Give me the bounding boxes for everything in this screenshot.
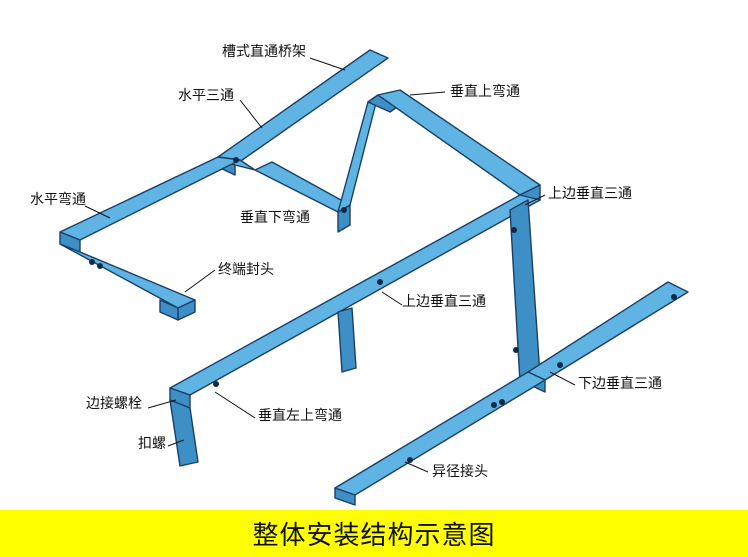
tray-post-middle [337,307,357,373]
tray-lower-run [59,243,196,309]
leader-lower-tee [549,371,576,386]
diagram-stage: 槽式直通桥架 水平三通 水平弯通 垂直下弯通 终端封头 垂直上弯通 上边垂直三通… [30,44,689,506]
cable-tray-illustration [59,49,689,506]
bolt-hole [233,157,239,163]
bolt-hole [213,381,219,387]
bolt-hole [89,259,95,265]
tray-bottom-left-side [334,487,356,506]
label-straight-tray: 槽式直通桥架 [222,44,306,60]
leader-end-cap [184,269,216,293]
caption-bar: 整体安装结构示意图 [0,510,748,557]
bolt-hole [407,457,413,463]
bolt-hole [341,207,347,213]
bolt-hole [499,399,505,405]
tray-left-run [59,156,241,241]
bolt-hole [491,402,497,408]
leader-reducer [404,461,429,473]
tray-inner-run [254,161,351,213]
label-vertical-up-elbow: 垂直上弯通 [450,84,520,100]
label-horizontal-elbow: 水平弯通 [30,192,86,208]
leader-vertical-up [409,91,446,96]
bolt-hole [513,347,519,353]
label-horizontal-tee: 水平三通 [178,88,234,104]
label-edge-bolt: 边接螺栓 [86,396,142,412]
leader-horizontal-tee [239,99,263,129]
leader-upper-tee-2 [381,291,403,306]
label-reducer: 异径接头 [432,464,488,480]
tray-bottom-right [527,281,689,381]
bolt-hole [671,294,677,300]
label-clip-nut: 扣螺 [138,436,166,452]
leader-vertical-left-up [214,391,256,419]
label-end-cap: 终端封头 [218,262,274,278]
label-lower-vertical-tee: 下边垂直三通 [578,376,662,392]
label-upper-vertical-tee-2: 上边垂直三通 [402,294,486,310]
leader-clip-nut [167,439,185,447]
label-upper-vertical-tee-1: 上边垂直三通 [548,186,632,202]
diagram-caption: 整体安装结构示意图 [252,521,496,551]
tray-end-cap [159,299,179,321]
leader-horizontal-elbow [84,205,111,219]
bolt-hole [377,279,383,285]
bolt-hole [511,227,517,233]
bolt-hole [557,362,563,368]
label-vertical-down-elbow: 垂直下弯通 [240,210,310,226]
tray-post-left [169,399,199,467]
tray-rear-run [377,89,541,196]
tray-vertical-riser [337,94,379,213]
leader-straight [309,57,346,71]
leader-upper-tee-1 [524,194,546,206]
label-vertical-left-up-elbow: 垂直左上弯通 [258,408,342,424]
leader-edge-bolt [147,399,177,409]
bolt-hole [97,263,103,269]
